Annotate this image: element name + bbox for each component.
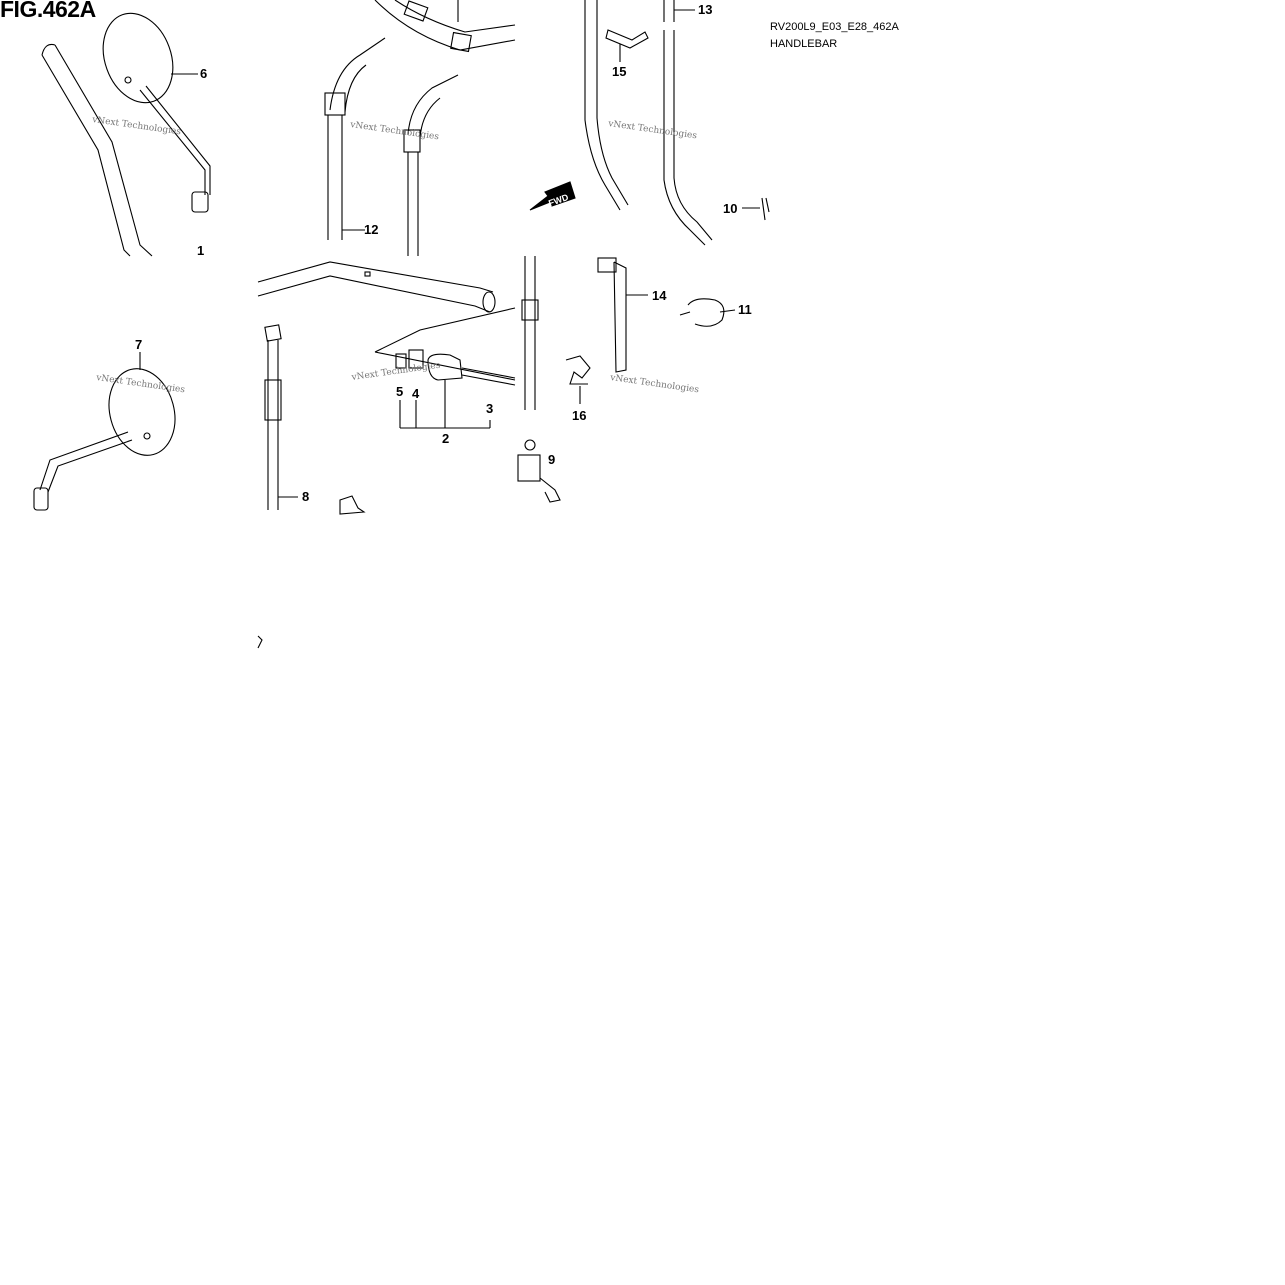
mirror-right	[102, 12, 211, 213]
fitting-fragment	[339, 495, 366, 515]
cable-13	[584, 0, 713, 246]
clip-16	[565, 355, 591, 404]
throttle-cable-12	[324, 37, 386, 240]
fragment-mark	[257, 635, 263, 649]
watermark: vNext Technologies	[91, 115, 182, 138]
fwd-arrow	[529, 181, 576, 211]
callout-13: 13	[698, 2, 712, 17]
callout-7: 7	[135, 337, 142, 352]
clip-15	[605, 29, 649, 62]
strap-14	[597, 257, 648, 373]
callout-14: 14	[652, 288, 667, 303]
watermark: vNext Technologies	[607, 119, 698, 142]
clamp-11	[679, 298, 736, 327]
throttle-cable-second	[403, 74, 459, 256]
watermark: vNext Technologies	[609, 373, 700, 396]
diagram-code: RV200L9_E03_E28_462A	[770, 21, 899, 33]
handlebar-main	[257, 261, 516, 381]
callout-15: 15	[612, 64, 626, 79]
handlebar-left	[41, 43, 153, 257]
cotter-pin-10	[742, 197, 770, 221]
watermark: vNext Technologies	[349, 120, 440, 143]
cable-8	[264, 324, 298, 510]
mirror-left	[33, 352, 176, 511]
callout-12: 12	[364, 222, 378, 237]
callout-10: 10	[723, 201, 737, 216]
diagram-description: HANDLEBAR	[770, 38, 838, 50]
callout-5: 5	[396, 384, 403, 399]
brake-cable	[517, 256, 561, 503]
watermark: vNext Technologies	[95, 373, 186, 396]
callout-2: 2	[442, 431, 449, 446]
handlebar-top	[374, 0, 516, 53]
callout-9: 9	[548, 452, 555, 467]
callout-8: 8	[302, 489, 309, 504]
callout-3: 3	[486, 401, 493, 416]
callout-4: 4	[412, 386, 420, 401]
figure-title: FIG.462A	[0, 0, 96, 22]
callout-1: 1	[197, 243, 204, 258]
callout-16: 16	[572, 408, 586, 423]
callout-11: 11	[738, 302, 752, 317]
grip-end-assembly	[395, 349, 516, 429]
callout-6: 6	[200, 66, 207, 81]
